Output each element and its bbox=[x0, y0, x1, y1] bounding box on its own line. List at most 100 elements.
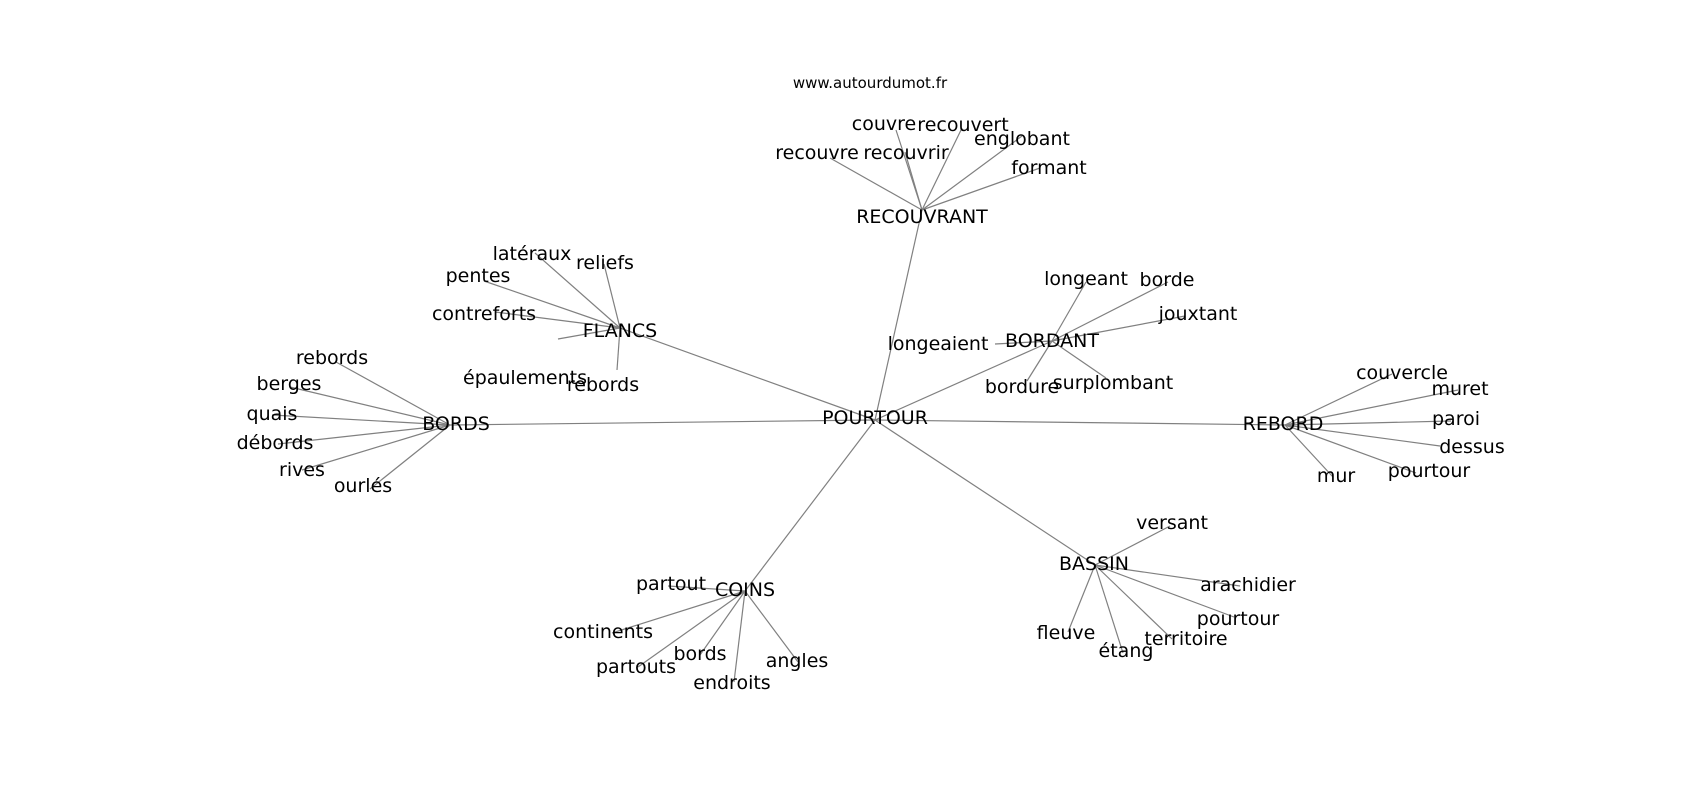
leaf-node-label: bords bbox=[673, 643, 726, 665]
leaf-node-label: berges bbox=[257, 373, 322, 395]
hub-node-label: REBORD bbox=[1243, 413, 1324, 435]
edge-hub-1-leaf-5 bbox=[616, 327, 621, 371]
edge-hub-4-leaf-4 bbox=[1284, 424, 1417, 474]
graph-edges bbox=[271, 127, 1459, 683]
leaf-node-label: muret bbox=[1431, 378, 1488, 400]
center-node-label: POURTOUR bbox=[822, 407, 928, 429]
edge-hub-4-leaf-0 bbox=[1284, 373, 1393, 426]
edge-hub-2-leaf-5 bbox=[1051, 340, 1107, 379]
leaf-node-label: pourtour bbox=[1388, 460, 1471, 482]
edge-hub-4-leaf-1 bbox=[1284, 389, 1459, 426]
leaf-node-label: longeant bbox=[1044, 268, 1128, 290]
edge-hub-4-leaf-2 bbox=[1284, 420, 1452, 426]
leaf-node-label: surplombant bbox=[1053, 372, 1173, 394]
leaf-node-label: dessus bbox=[1439, 436, 1505, 458]
edge-hub-5-leaf-4 bbox=[1094, 564, 1124, 654]
edge-hub-3-leaf-4 bbox=[301, 424, 451, 471]
leaf-node-label: couvercle bbox=[1356, 362, 1448, 384]
leaf-node-label: latéraux bbox=[493, 243, 572, 265]
edge-hub-3-leaf-5 bbox=[369, 424, 451, 490]
edge-hub-0-leaf-3 bbox=[829, 157, 923, 211]
leaf-node-label: couvre bbox=[852, 113, 916, 135]
edge-hub-3-leaf-0 bbox=[335, 361, 451, 426]
edge-hub-5-leaf-0 bbox=[1094, 525, 1171, 566]
leaf-node-label: angles bbox=[766, 650, 829, 672]
edge-hub-2-leaf-2 bbox=[1051, 315, 1186, 342]
edge-hub-5-leaf-1 bbox=[1094, 564, 1241, 587]
leaf-node-label: quais bbox=[247, 403, 298, 425]
edge-hub-5-leaf-5 bbox=[1067, 564, 1096, 633]
leaf-node-label: recouvert bbox=[917, 114, 1008, 136]
edge-hub-6-leaf-2 bbox=[637, 590, 746, 668]
edge-center-hub-5 bbox=[874, 419, 1096, 566]
edge-hub-2-leaf-4 bbox=[1026, 340, 1053, 382]
edge-hub-6-leaf-0 bbox=[667, 585, 746, 592]
hub-node-label: BASSIN bbox=[1059, 553, 1129, 575]
edge-hub-3-leaf-1 bbox=[289, 386, 451, 426]
leaf-node-label: partouts bbox=[596, 656, 676, 678]
leaf-node-label: épaulements bbox=[463, 367, 587, 389]
leaf-node-label: jouxtant bbox=[1158, 303, 1238, 325]
edge-hub-2-leaf-3 bbox=[994, 340, 1053, 345]
hub-node-label: FLANCS bbox=[583, 320, 658, 342]
leaf-node-label: débords bbox=[237, 432, 314, 454]
leaf-node-label: contreforts bbox=[432, 303, 536, 325]
edge-hub-2-leaf-0 bbox=[1051, 281, 1087, 342]
leaf-node-label: bordure bbox=[985, 376, 1059, 398]
edge-center-hub-0 bbox=[874, 209, 923, 421]
edge-hub-5-leaf-2 bbox=[1094, 564, 1235, 618]
hub-node-label: BORDANT bbox=[1005, 330, 1099, 352]
edge-center-hub-1 bbox=[619, 327, 876, 421]
edge-hub-6-leaf-3 bbox=[699, 590, 746, 656]
edge-hub-5-leaf-3 bbox=[1094, 564, 1173, 640]
leaf-node-label: rebords bbox=[567, 374, 639, 396]
hub-node-label: RECOUVRANT bbox=[856, 206, 988, 228]
leaf-node-label: formant bbox=[1011, 157, 1086, 179]
edge-hub-2-leaf-1 bbox=[1051, 281, 1169, 342]
edge-hub-1-leaf-3 bbox=[494, 311, 621, 329]
leaf-node-label: endroits bbox=[693, 672, 770, 694]
leaf-node-label: recouvrir bbox=[863, 142, 949, 164]
edge-hub-6-leaf-5 bbox=[744, 590, 799, 663]
leaf-node-label: longeaient bbox=[888, 333, 989, 355]
leaf-node-label: versant bbox=[1136, 512, 1208, 534]
leaf-node-label: rives bbox=[279, 459, 325, 481]
leaf-node-label: étang bbox=[1099, 640, 1154, 662]
hub-node-label: BORDS bbox=[422, 413, 490, 435]
leaf-node-label: rebords bbox=[296, 347, 368, 369]
edge-hub-0-leaf-4 bbox=[904, 151, 923, 211]
leaf-node-label: borde bbox=[1140, 269, 1195, 291]
edge-hub-3-leaf-2 bbox=[271, 414, 451, 426]
edge-hub-6-leaf-4 bbox=[733, 590, 746, 683]
leaf-node-label: pourtour bbox=[1197, 608, 1280, 630]
leaf-node-label: continents bbox=[553, 621, 653, 643]
edge-hub-1-leaf-4 bbox=[557, 327, 621, 340]
leaf-node-label: arachidier bbox=[1200, 574, 1296, 596]
leaf-node-label: fleuve bbox=[1037, 622, 1096, 644]
leaf-node-label: partout bbox=[636, 573, 706, 595]
leaf-node-label: territoire bbox=[1144, 628, 1227, 650]
edge-hub-0-leaf-2 bbox=[921, 135, 1023, 211]
leaf-node-label: englobant bbox=[974, 128, 1070, 150]
leaf-node-label: recouvre bbox=[775, 142, 859, 164]
edge-hub-0-leaf-1 bbox=[921, 127, 963, 211]
edge-center-hub-4 bbox=[874, 419, 1286, 426]
edge-hub-0-leaf-5 bbox=[921, 167, 1041, 211]
edge-hub-1-leaf-0 bbox=[534, 252, 621, 329]
edge-hub-1-leaf-2 bbox=[483, 280, 621, 329]
hub-node-label: COINS bbox=[715, 579, 775, 601]
source-label: www.autourdumot.fr bbox=[793, 74, 948, 92]
edge-hub-6-leaf-1 bbox=[611, 590, 746, 634]
leaf-node-label: reliefs bbox=[576, 252, 634, 274]
leaf-node-label: mur bbox=[1317, 465, 1356, 487]
leaf-node-label: ourlés bbox=[334, 475, 392, 497]
leaf-node-label: pentes bbox=[446, 265, 511, 287]
edge-hub-3-leaf-3 bbox=[277, 424, 451, 445]
edge-hub-4-leaf-5 bbox=[1284, 424, 1334, 478]
leaf-node-label: paroi bbox=[1432, 408, 1480, 430]
edge-hub-4-leaf-3 bbox=[1284, 424, 1441, 447]
edge-center-hub-2 bbox=[874, 340, 1053, 421]
edge-hub-1-leaf-1 bbox=[603, 263, 621, 329]
